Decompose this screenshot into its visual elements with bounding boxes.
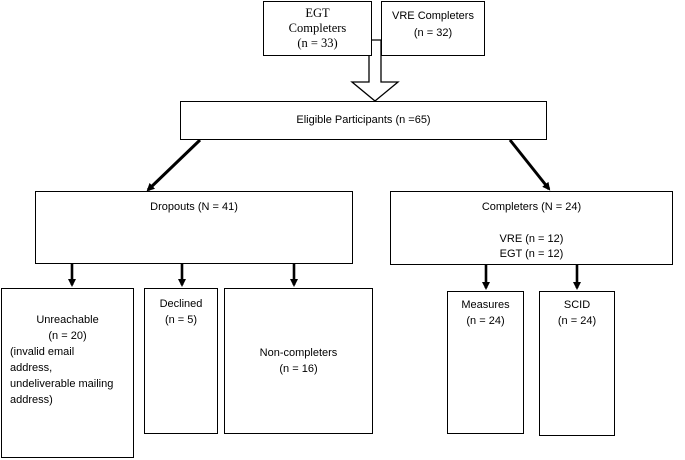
- vre-completers-line1: VRE Completers: [392, 10, 474, 22]
- arrow-eligible-to-dropouts: [146, 138, 202, 192]
- measures-label: Measures: [461, 299, 510, 311]
- completers-box: [390, 191, 673, 265]
- completers-label: Completers (N = 24): [481, 201, 582, 213]
- measures-box: [447, 291, 524, 434]
- scid-box: [539, 291, 615, 436]
- completers-vre-count: VRE (n = 12): [499, 233, 564, 245]
- declined-count: (n = 5): [164, 314, 198, 326]
- non-completers-label: Non-completers: [259, 347, 338, 359]
- egt-completers-line1: EGT: [305, 6, 330, 20]
- unreachable-box: [1, 288, 134, 458]
- unreachable-label: Unreachable: [36, 314, 99, 326]
- eligible-participants-box: [180, 101, 547, 140]
- dropouts-label: Dropouts (N = 41): [150, 201, 238, 213]
- unreachable-reason-line1: (invalid email: [10, 346, 75, 358]
- egt-completers-count: (n = 33): [297, 36, 338, 50]
- unreachable-reason-line2: address,: [10, 362, 53, 374]
- unreachable-count: (n = 20): [48, 330, 87, 342]
- egt-completers-box: [263, 1, 372, 56]
- vre-completers-count: (n = 32): [413, 27, 453, 39]
- unreachable-reason-line3: undeliverable mailing: [10, 378, 114, 390]
- dropouts-box: [35, 191, 353, 264]
- scid-label: SCID: [563, 299, 591, 311]
- egt-completers-line2: Completers: [288, 21, 347, 35]
- measures-count: (n = 24): [466, 315, 505, 327]
- arrow-eligible-to-completers: [508, 139, 551, 191]
- unreachable-reason-line4: address): [10, 394, 53, 406]
- declined-box: [144, 288, 218, 434]
- vre-completers-box: [381, 1, 485, 56]
- non-completers-count: (n = 16): [279, 363, 318, 375]
- completers-egt-count: EGT (n = 12): [499, 248, 564, 260]
- declined-label: Declined: [159, 298, 203, 310]
- eligible-participants-label: Eligible Participants (n =65): [296, 114, 431, 126]
- scid-count: (n = 24): [557, 315, 597, 327]
- non-completers-box: [224, 288, 373, 434]
